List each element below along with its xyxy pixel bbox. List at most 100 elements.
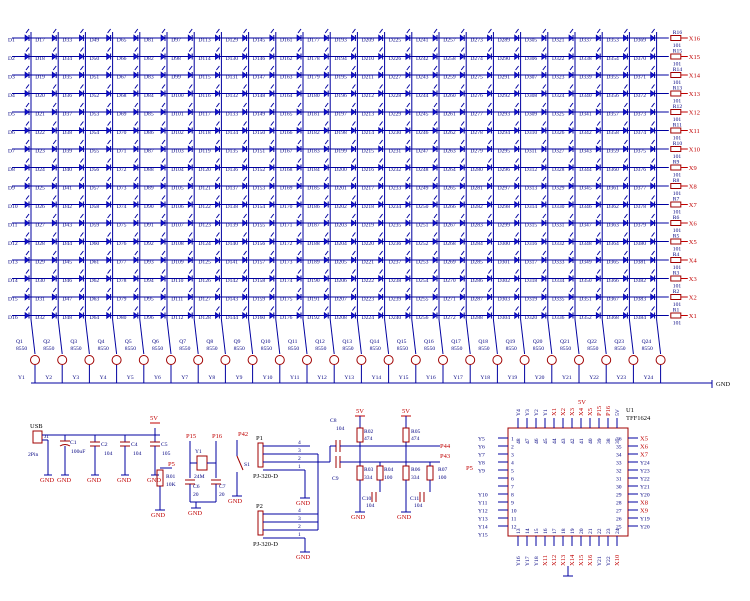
led-label: D341 (579, 112, 592, 118)
led-diode-icon (568, 163, 574, 172)
led-label: D270 (443, 278, 456, 284)
led-diode-icon (323, 274, 329, 283)
led-label: D355 (606, 75, 619, 81)
led-diode-icon (650, 126, 656, 135)
mcu-body (507, 427, 629, 537)
led-diode-icon (242, 163, 248, 172)
led-label: D179 (307, 75, 320, 81)
led-diode-icon (623, 71, 628, 79)
led-diode-icon (51, 311, 57, 320)
led-diode-icon (514, 145, 520, 153)
led-label: D307 (525, 75, 538, 81)
led-label: D274 (470, 56, 483, 62)
led-diode-icon (79, 145, 84, 153)
transistor-type: 8550 (125, 346, 136, 352)
led-diode-icon (106, 182, 112, 190)
led-diode-icon (378, 145, 384, 153)
led-diode-icon (378, 293, 384, 301)
led-label: D20 (35, 93, 45, 99)
row-resistor-ref: R12 (673, 104, 683, 110)
led-diode-icon (51, 145, 57, 153)
led-diode-icon (405, 311, 411, 320)
led-label: D7 (8, 149, 15, 155)
p2-pin-4: 4 (298, 508, 301, 514)
led-diode-icon (323, 219, 329, 227)
led-diode-icon (296, 145, 302, 153)
led-label: D312 (525, 167, 538, 173)
led-diode-icon (541, 293, 547, 301)
led-diode-icon (323, 256, 329, 264)
transistor-type: 8550 (397, 346, 408, 352)
led-label: D67 (117, 75, 127, 81)
led-diode-icon (24, 52, 30, 61)
led-diode-icon (405, 163, 411, 172)
led-diode-icon (405, 34, 411, 42)
led-diode-icon (405, 237, 411, 246)
led-diode-icon (378, 219, 384, 227)
led-label: D208 (334, 315, 347, 321)
led-label: D375 (634, 149, 647, 155)
transistor-icon (410, 355, 421, 365)
mcu-left-net: Y12 (478, 509, 488, 515)
audio-5v-2: 5V (402, 408, 410, 415)
led-diode-icon (378, 274, 384, 283)
transistor-ref: Q18 (478, 339, 488, 345)
led-label: D22 (35, 130, 45, 136)
mcu-bottom-pin: 19 (570, 528, 576, 534)
mcu-right-pin: 29 (616, 493, 622, 499)
led-label: D38 (62, 130, 72, 136)
led-diode-icon (215, 293, 220, 301)
transistor-icon (247, 355, 258, 365)
led-diode-icon (351, 237, 356, 246)
led-label: D280 (470, 167, 483, 173)
led-diode-icon (568, 108, 574, 116)
led-label: D350 (579, 278, 592, 284)
led-label: D187 (307, 223, 320, 229)
led-diode-icon (568, 256, 574, 264)
p2-part: PJ-320-D (253, 541, 278, 548)
led-label: D257 (443, 38, 456, 44)
led-diode-icon (242, 293, 248, 301)
transistor-ref: Q10 (261, 339, 271, 345)
led-diode-icon (487, 274, 492, 283)
led-label: D352 (579, 315, 592, 321)
led-label: D194 (334, 56, 347, 62)
row-resistor (670, 72, 682, 78)
led-diode-icon (24, 34, 30, 42)
p2-label: P2 (256, 503, 263, 510)
transistor-ref: Q1 (16, 339, 23, 345)
led-label: D298 (498, 204, 511, 210)
led-diode-icon (296, 126, 302, 135)
led-diode-icon (133, 293, 139, 301)
led-diode-icon (405, 293, 411, 301)
led-label: D26 (35, 204, 45, 210)
led-diode-icon (269, 145, 275, 153)
mcu-right-pin: 34 (616, 453, 622, 459)
led-diode-icon (487, 293, 492, 301)
transistor-ref: Q21 (560, 339, 570, 345)
led-label: D262 (443, 130, 456, 136)
led-diode-icon (106, 274, 112, 283)
led-diode-icon (79, 293, 84, 301)
led-label: D167 (280, 149, 293, 155)
mcu-right-net: X8 (640, 500, 648, 507)
led-diode-icon (296, 311, 302, 320)
led-diode-icon (351, 256, 356, 264)
led-label: D15 (8, 297, 18, 303)
c8-ref: C8 (330, 418, 337, 424)
c2-ref: C2 (101, 442, 108, 448)
led-diode-icon (133, 126, 139, 135)
led-label: D17 (35, 38, 45, 44)
c6-value: 20 (193, 492, 199, 498)
led-label: D310 (525, 130, 538, 136)
led-label: D174 (280, 278, 293, 284)
transistor-type: 8550 (234, 346, 245, 352)
led-diode-icon (405, 274, 411, 283)
c7-ref: C7 (219, 484, 226, 490)
led-label: D150 (253, 130, 266, 136)
led-diode-icon (568, 311, 574, 320)
row-resistor-ref: R9 (673, 160, 680, 166)
p1-pin-2: 2 (298, 456, 301, 462)
led-label: D381 (634, 260, 647, 266)
